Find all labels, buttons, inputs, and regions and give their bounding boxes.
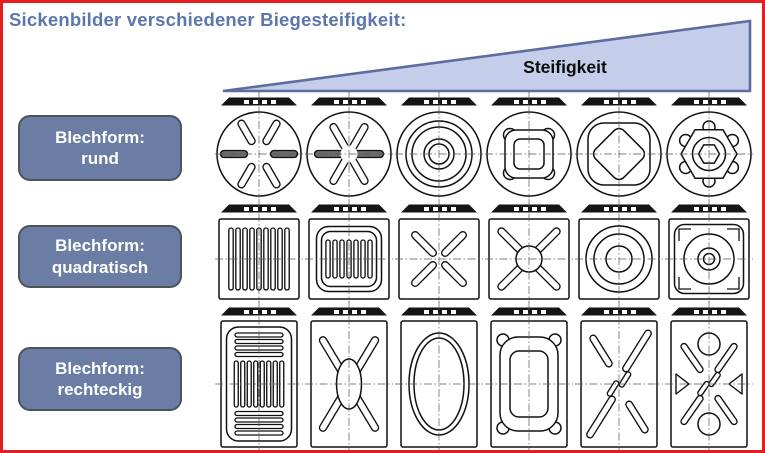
center-lines: [575, 302, 663, 450]
profile-cross-section: [491, 204, 567, 213]
drawing-row-rund: [214, 92, 754, 198]
bead-pattern-radial-beads-separate: [215, 92, 303, 198]
center-lines: [305, 302, 393, 450]
center-lines: [575, 199, 663, 303]
bead-pattern-parallel-vertical-beads: [215, 199, 303, 303]
center-lines: [485, 92, 573, 198]
bead-cell-quadratisch-4: [484, 199, 574, 303]
bead-pattern-hex-scallop-bead: [665, 92, 753, 198]
bead-cell-quadratisch-6: [664, 199, 754, 303]
profile-cross-section: [401, 204, 477, 213]
bead-cell-rechteckig-1: [214, 302, 304, 450]
bead-pattern-diamond-in-rounded-square: [575, 92, 663, 198]
center-lines: [665, 302, 753, 450]
center-lines: [215, 199, 303, 303]
center-lines: [215, 302, 303, 450]
bead-cell-rechteckig-3: [394, 302, 484, 450]
profile-cross-section: [311, 204, 387, 213]
bead-cell-rund-5: [574, 92, 664, 198]
center-lines: [305, 199, 393, 303]
bead-pattern-x-beads-center-ring: [485, 199, 573, 303]
profile-cross-section: [311, 307, 387, 316]
center-lines: [485, 302, 573, 450]
bead-cell-quadratisch-5: [574, 199, 664, 303]
center-lines: [395, 199, 483, 303]
profile-cross-section: [401, 307, 477, 316]
row-label-line2: rund: [81, 149, 119, 168]
bead-cell-rund-2: [304, 92, 394, 198]
row-label-line2: quadratisch: [51, 257, 149, 277]
bead-cell-rund-6: [664, 92, 754, 198]
profile-cross-section: [221, 204, 297, 213]
bead-cell-rund-1: [214, 92, 304, 198]
stiffness-wedge-arrow: [222, 19, 752, 93]
bead-cell-rechteckig-5: [574, 302, 664, 450]
row-label-rechteckig: Blechform: rechteckig: [18, 347, 182, 411]
bead-pattern-concentric-circle-beads: [575, 199, 663, 303]
center-lines: [575, 92, 663, 198]
bead-pattern-offset-diagonal-beads: [575, 302, 663, 450]
bead-cell-quadratisch-3: [394, 199, 484, 303]
bead-cell-quadratisch-1: [214, 199, 304, 303]
row-label-line1: Blechform:: [55, 236, 145, 256]
center-lines: [395, 92, 483, 198]
bead-cell-rechteckig-6: [664, 302, 754, 450]
bead-cell-rund-4: [484, 92, 574, 198]
bead-cell-rechteckig-2: [304, 302, 394, 450]
center-lines: [665, 199, 753, 303]
profile-cross-section: [671, 307, 747, 316]
bead-pattern-frame-with-parallel-beads: [215, 302, 303, 450]
profile-cross-section: [671, 204, 747, 213]
profile-cross-section: [581, 307, 657, 316]
center-lines: [215, 92, 303, 198]
profile-cross-section: [221, 307, 297, 316]
center-lines: [305, 92, 393, 198]
bead-pattern-concentric-circles: [395, 92, 483, 198]
row-label-line1: Blechform:: [55, 127, 145, 147]
profile-cross-section: [491, 97, 567, 106]
profile-cross-section: [401, 97, 477, 106]
center-lines: [665, 92, 753, 198]
bead-pattern-diagonal-beads-circles-triangles: [665, 302, 753, 450]
profile-cross-section: [221, 97, 297, 106]
drawing-row-quadratisch: [214, 199, 754, 303]
profile-cross-section: [671, 97, 747, 106]
bead-cell-rechteckig-4: [484, 302, 574, 450]
row-label-rund: Blechform: rund: [18, 115, 182, 181]
bead-pattern-rounded-frame-bead: [485, 302, 573, 450]
page-title: Sickenbilder verschiedener Biegesteifigk…: [9, 9, 407, 30]
drawing-row-rechteckig: [214, 302, 754, 450]
bead-pattern-square-bead-corner-tabs: [485, 92, 573, 198]
profile-cross-section: [581, 204, 657, 213]
bead-pattern-oval-bead: [395, 302, 483, 450]
bead-pattern-framed-vertical-beads: [305, 199, 393, 303]
row-label-line1: Blechform:: [55, 358, 145, 378]
bead-pattern-diagonal-x-beads: [395, 199, 483, 303]
profile-cross-section: [311, 97, 387, 106]
stiffness-label: Steifigkeit: [523, 57, 607, 77]
bead-cell-rund-3: [394, 92, 484, 198]
row-label-line2: rechteckig: [57, 380, 143, 399]
center-lines: [485, 199, 573, 303]
profile-cross-section: [581, 97, 657, 106]
row-label-quadratisch: Blechform: quadratisch: [18, 225, 182, 288]
bead-pattern-ring-beads-corner-ornaments: [665, 199, 753, 303]
bead-pattern-x-beads-center-oval: [305, 302, 393, 450]
stiffness-wedge-shape: [222, 19, 752, 93]
center-lines: [395, 302, 483, 450]
bead-cell-quadratisch-2: [304, 199, 394, 303]
profile-cross-section: [491, 307, 567, 316]
bead-pattern-radial-beads-joined: [305, 92, 393, 198]
